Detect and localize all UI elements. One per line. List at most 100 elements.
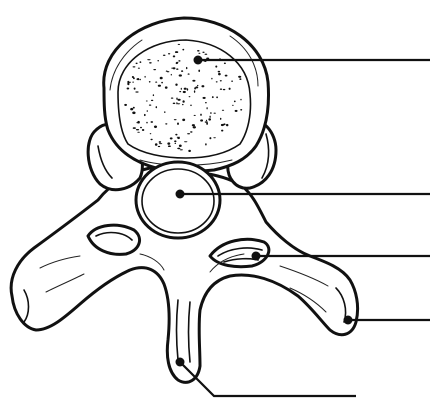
bone-speck <box>175 51 178 53</box>
bone-speck <box>197 85 198 86</box>
bone-speck <box>220 89 222 90</box>
bone-speck <box>213 113 215 114</box>
bone-speck <box>154 126 157 129</box>
bone-speck <box>156 106 158 108</box>
bone-speck <box>182 119 185 121</box>
bone-speck <box>182 104 183 105</box>
bone-speck <box>205 102 207 103</box>
bone-speck <box>132 81 133 82</box>
bone-speck <box>216 81 218 82</box>
bone-speck <box>234 101 236 103</box>
bone-speck <box>222 110 224 111</box>
bone-speck <box>229 88 231 90</box>
bone-speck <box>151 100 153 101</box>
bone-speck <box>177 148 180 150</box>
bone-speck <box>231 81 233 82</box>
bone-speck <box>170 137 173 139</box>
bone-speck <box>218 73 221 75</box>
bone-speck <box>240 109 242 111</box>
bone-speck <box>164 111 165 113</box>
bone-speck <box>137 121 140 124</box>
bone-speck <box>168 53 170 54</box>
bone-speck <box>171 74 172 76</box>
bone-speck <box>204 54 207 55</box>
bone-speck <box>187 133 190 134</box>
bone-speck <box>167 142 170 144</box>
bone-speck <box>168 145 171 147</box>
bone-speck <box>224 62 226 64</box>
bone-speck <box>188 150 191 152</box>
bone-speck <box>161 82 163 84</box>
bone-speck <box>151 121 154 123</box>
bone-speck <box>176 98 177 100</box>
bone-speck <box>190 131 192 132</box>
bone-speck <box>133 66 136 67</box>
bone-speck <box>158 85 161 87</box>
bone-speck <box>153 69 156 70</box>
bone-speck <box>221 130 223 132</box>
bone-speck <box>149 62 152 63</box>
bone-speck <box>178 137 179 139</box>
bone-speck <box>200 114 202 116</box>
bone-speck <box>203 97 206 99</box>
bone-speck <box>124 104 127 106</box>
bone-speck <box>147 110 148 112</box>
bone-speck <box>137 132 140 133</box>
bone-speck <box>205 143 207 145</box>
bone-speck <box>226 124 228 126</box>
bone-speck <box>218 71 221 73</box>
bone-speck <box>132 112 135 115</box>
bone-speck <box>147 59 150 60</box>
bone-speck <box>188 73 190 74</box>
bone-speck <box>137 78 139 80</box>
bone-speck <box>175 134 177 136</box>
bone-speck <box>176 68 178 70</box>
bone-speck <box>212 96 214 98</box>
bone-speck <box>173 103 176 104</box>
bone-speck <box>146 122 147 124</box>
bone-speck <box>209 137 211 139</box>
bone-speck <box>177 123 179 125</box>
bone-speck <box>198 53 200 54</box>
bone-speck <box>176 102 177 104</box>
bone-speck <box>139 79 140 81</box>
bone-speck <box>173 67 176 69</box>
bone-speck <box>200 119 203 121</box>
bone-speck <box>136 63 138 64</box>
bone-speck <box>133 77 135 79</box>
bone-speck <box>210 112 212 114</box>
bone-speck <box>205 121 208 123</box>
vertebral-body <box>104 18 269 171</box>
bone-speck <box>201 85 204 87</box>
bone-speck <box>176 62 178 64</box>
bone-speck <box>225 75 228 77</box>
bone-speck <box>174 140 176 142</box>
bone-speck <box>208 118 211 120</box>
bone-speck <box>194 90 195 93</box>
bone-speck <box>173 55 175 57</box>
bone-speck <box>133 107 135 109</box>
bone-speck <box>136 129 139 130</box>
bone-speck <box>195 86 198 88</box>
bone-speck <box>133 127 136 129</box>
bone-speck <box>163 55 166 56</box>
bone-speck <box>182 49 184 51</box>
bone-speck <box>187 88 188 90</box>
bone-speck <box>134 87 136 89</box>
bone-speck <box>183 91 186 93</box>
bone-speck <box>159 143 162 144</box>
bone-speck <box>127 87 130 89</box>
bone-speck <box>232 105 233 106</box>
bone-speck <box>159 141 162 143</box>
bone-speck <box>146 100 148 101</box>
bone-speck <box>206 120 207 121</box>
bone-speck <box>181 70 183 72</box>
bone-speck <box>179 145 182 148</box>
bone-speck <box>155 143 158 146</box>
bone-speck <box>160 77 163 80</box>
bone-speck <box>194 115 196 116</box>
bone-speck <box>144 76 145 78</box>
bone-speck <box>155 81 157 82</box>
bone-speck <box>175 143 177 144</box>
bone-speck <box>220 80 222 81</box>
